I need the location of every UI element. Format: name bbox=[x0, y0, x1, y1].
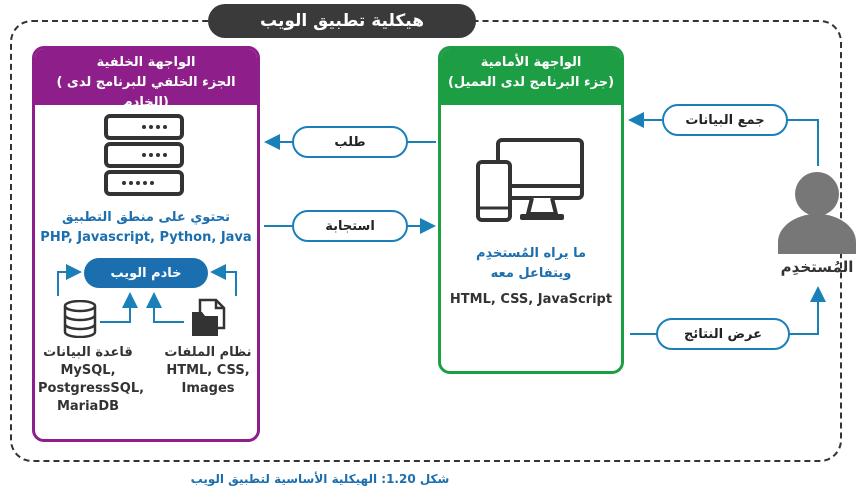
user-label: المُستخدِم bbox=[780, 258, 854, 276]
frontend-tech: HTML, CSS, JavaScript bbox=[449, 292, 613, 307]
web-server-pill: خادم الويب bbox=[84, 258, 208, 288]
backend-title: الواجهة الخلفية bbox=[96, 55, 196, 70]
database-item: MySQL, bbox=[60, 363, 116, 378]
show-results-pill: عرض النتائج bbox=[656, 318, 790, 350]
devices-icon bbox=[476, 138, 584, 222]
frontend-description-1: ما يراه المُستخدِم bbox=[475, 246, 587, 261]
backend-panel: الواجهة الخلفية ( الجزء الخلفي للبرنامج … bbox=[32, 46, 260, 442]
file-system-item: Images bbox=[181, 381, 235, 396]
figure-caption: شكل 1.20: الهيكلية الأساسية لتطبيق الويب bbox=[190, 472, 450, 486]
backend-logic-label: تحتوي على منطق التطبيق bbox=[62, 210, 230, 225]
file-system-item: HTML, CSS, bbox=[166, 363, 250, 378]
file-system-title: نظام الملفات bbox=[164, 345, 252, 360]
request-pill: طلب bbox=[292, 126, 408, 158]
backend-languages: PHP, Javascript, Python, Java bbox=[40, 230, 252, 245]
frontend-title: الواجهة الأمامية bbox=[480, 55, 582, 70]
response-pill: استجابة bbox=[292, 210, 408, 242]
database-item: PostgressSQL, bbox=[38, 381, 145, 396]
frontend-header: الواجهة الأمامية (جزء البرنامج لدى العمي… bbox=[441, 49, 621, 105]
collect-data-pill: جمع البيانات bbox=[662, 104, 788, 136]
database-icon bbox=[63, 300, 97, 338]
backend-subtitle: ( الجزء الخلفي للبرنامج لدى الخادم) bbox=[56, 75, 236, 110]
diagram-title: هيكلية تطبيق الويب bbox=[208, 4, 476, 38]
database-title: قاعدة البيانات bbox=[43, 345, 133, 360]
database-item: MariaDB bbox=[56, 399, 120, 414]
backend-header: الواجهة الخلفية ( الجزء الخلفي للبرنامج … bbox=[35, 49, 257, 110]
frontend-subtitle: (جزء البرنامج لدى العميل) bbox=[447, 75, 615, 90]
frontend-description-2: ويتفاعل معه bbox=[490, 266, 572, 281]
server-icon bbox=[104, 114, 184, 196]
file-system-icon bbox=[192, 298, 226, 336]
user-icon bbox=[778, 172, 856, 254]
